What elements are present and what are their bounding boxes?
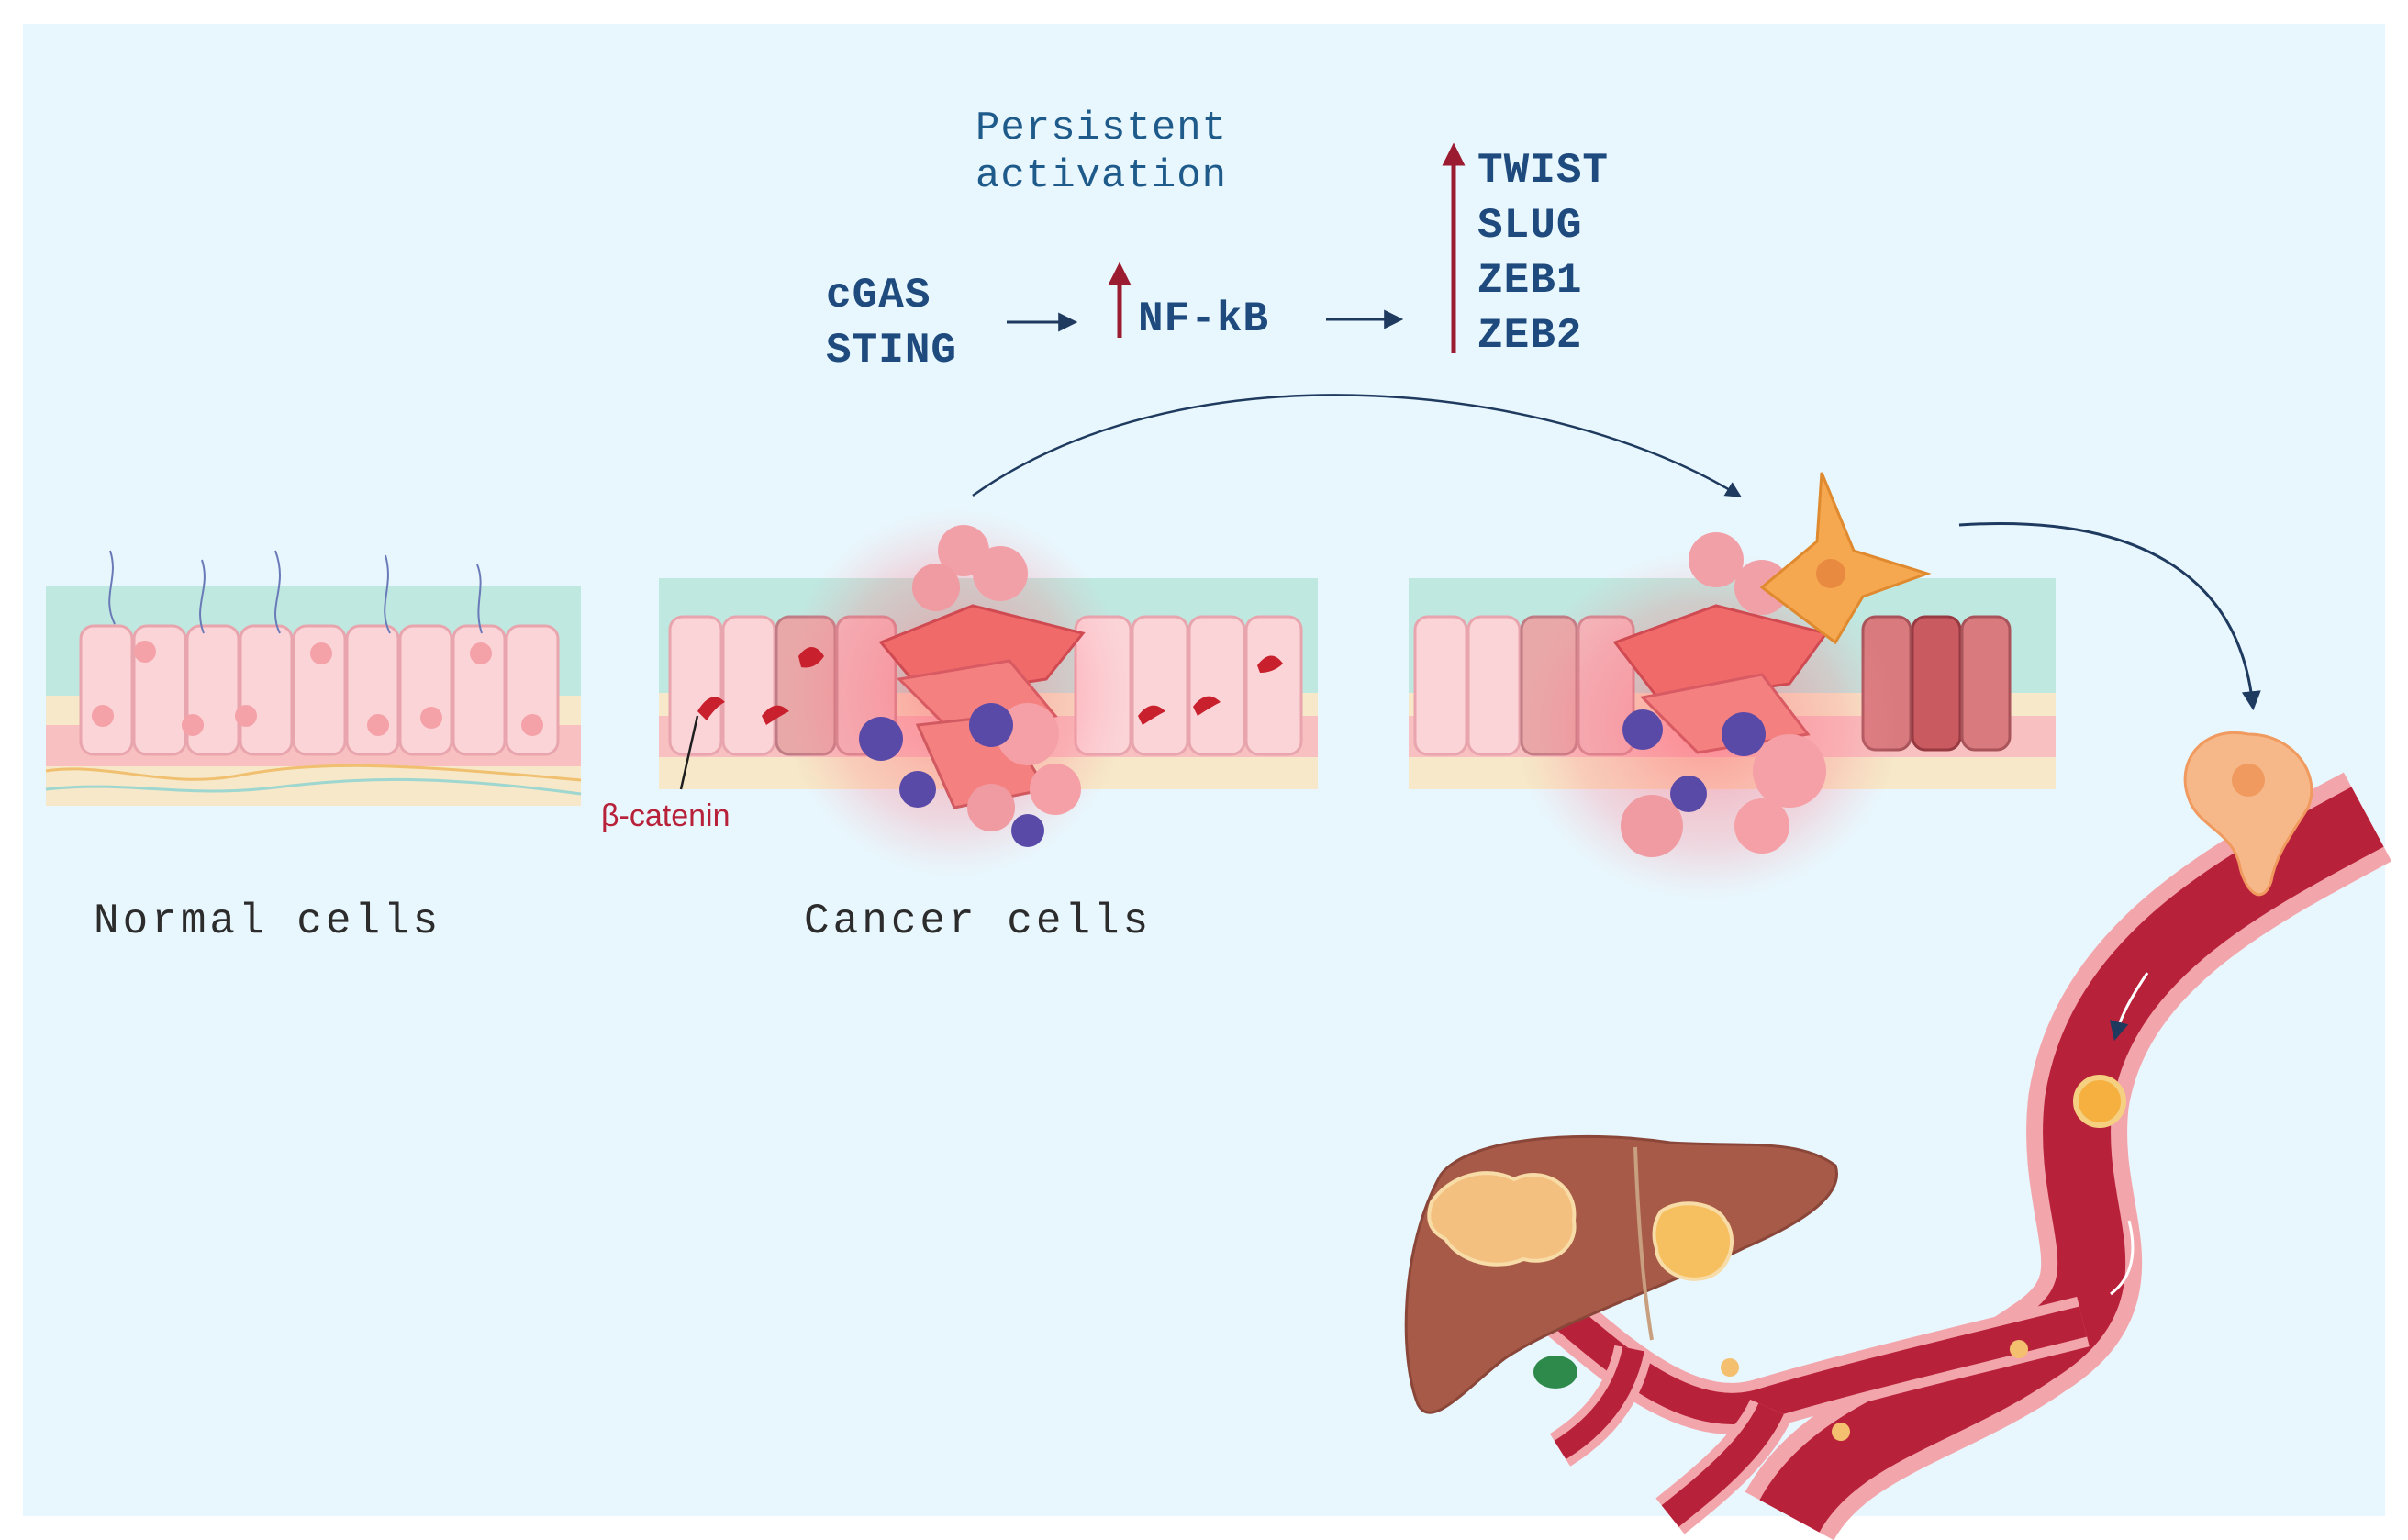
invasion-tissue [1409, 472, 2056, 899]
beta-catenin-marks [697, 647, 1283, 725]
invasion-mass [1612, 532, 1829, 857]
emt-factor-list: TWIST SLUG ZEB1 ZEB2 [1477, 143, 1609, 363]
persistent-activation-note: Persistent activation [975, 105, 1227, 200]
emt-factor: ZEB1 [1477, 257, 1583, 305]
sensor-sting: STING [826, 327, 958, 374]
normal-tissue [45, 550, 582, 806]
liver-metastasis-large [1427, 1171, 1577, 1267]
arrow-invasion-to-metastasis [1958, 522, 2261, 711]
emt-factor: ZEB2 [1477, 312, 1583, 360]
arrow-cancer-to-invasion [972, 394, 1742, 497]
sensor-cgas: cGAS [826, 272, 931, 319]
liver-metastasis-small [1652, 1201, 1734, 1281]
normal-cell-row [79, 624, 560, 756]
cancer-cells-label: Cancer cells [804, 898, 1153, 945]
invasion-immune-cells [1622, 709, 1766, 812]
tumor-mass [878, 525, 1086, 831]
cancer-tissue [659, 509, 1318, 876]
blood-vessel [1544, 772, 2392, 1540]
circulating-tumor-cells [1721, 731, 2313, 1441]
emt-factor: TWIST [1477, 147, 1610, 195]
normal-cells-label: Normal cells [94, 898, 442, 945]
liver [1404, 1134, 1838, 1414]
beta-catenin-pointer [679, 715, 699, 790]
pathway-arrows [1007, 142, 1466, 353]
progression-arrows [972, 394, 2261, 711]
sensor-label: cGAS STING [826, 268, 957, 378]
emt-factor: SLUG [1477, 202, 1583, 250]
migrating-mesenchymal-cell [1759, 472, 1932, 645]
note-line-1: Persistent [975, 106, 1228, 151]
immune-cells [859, 703, 1044, 847]
note-line-2: activation [975, 153, 1228, 199]
beta-catenin-label: β-catenin [601, 798, 730, 833]
nfkb-label: NF-kB [1138, 296, 1270, 343]
